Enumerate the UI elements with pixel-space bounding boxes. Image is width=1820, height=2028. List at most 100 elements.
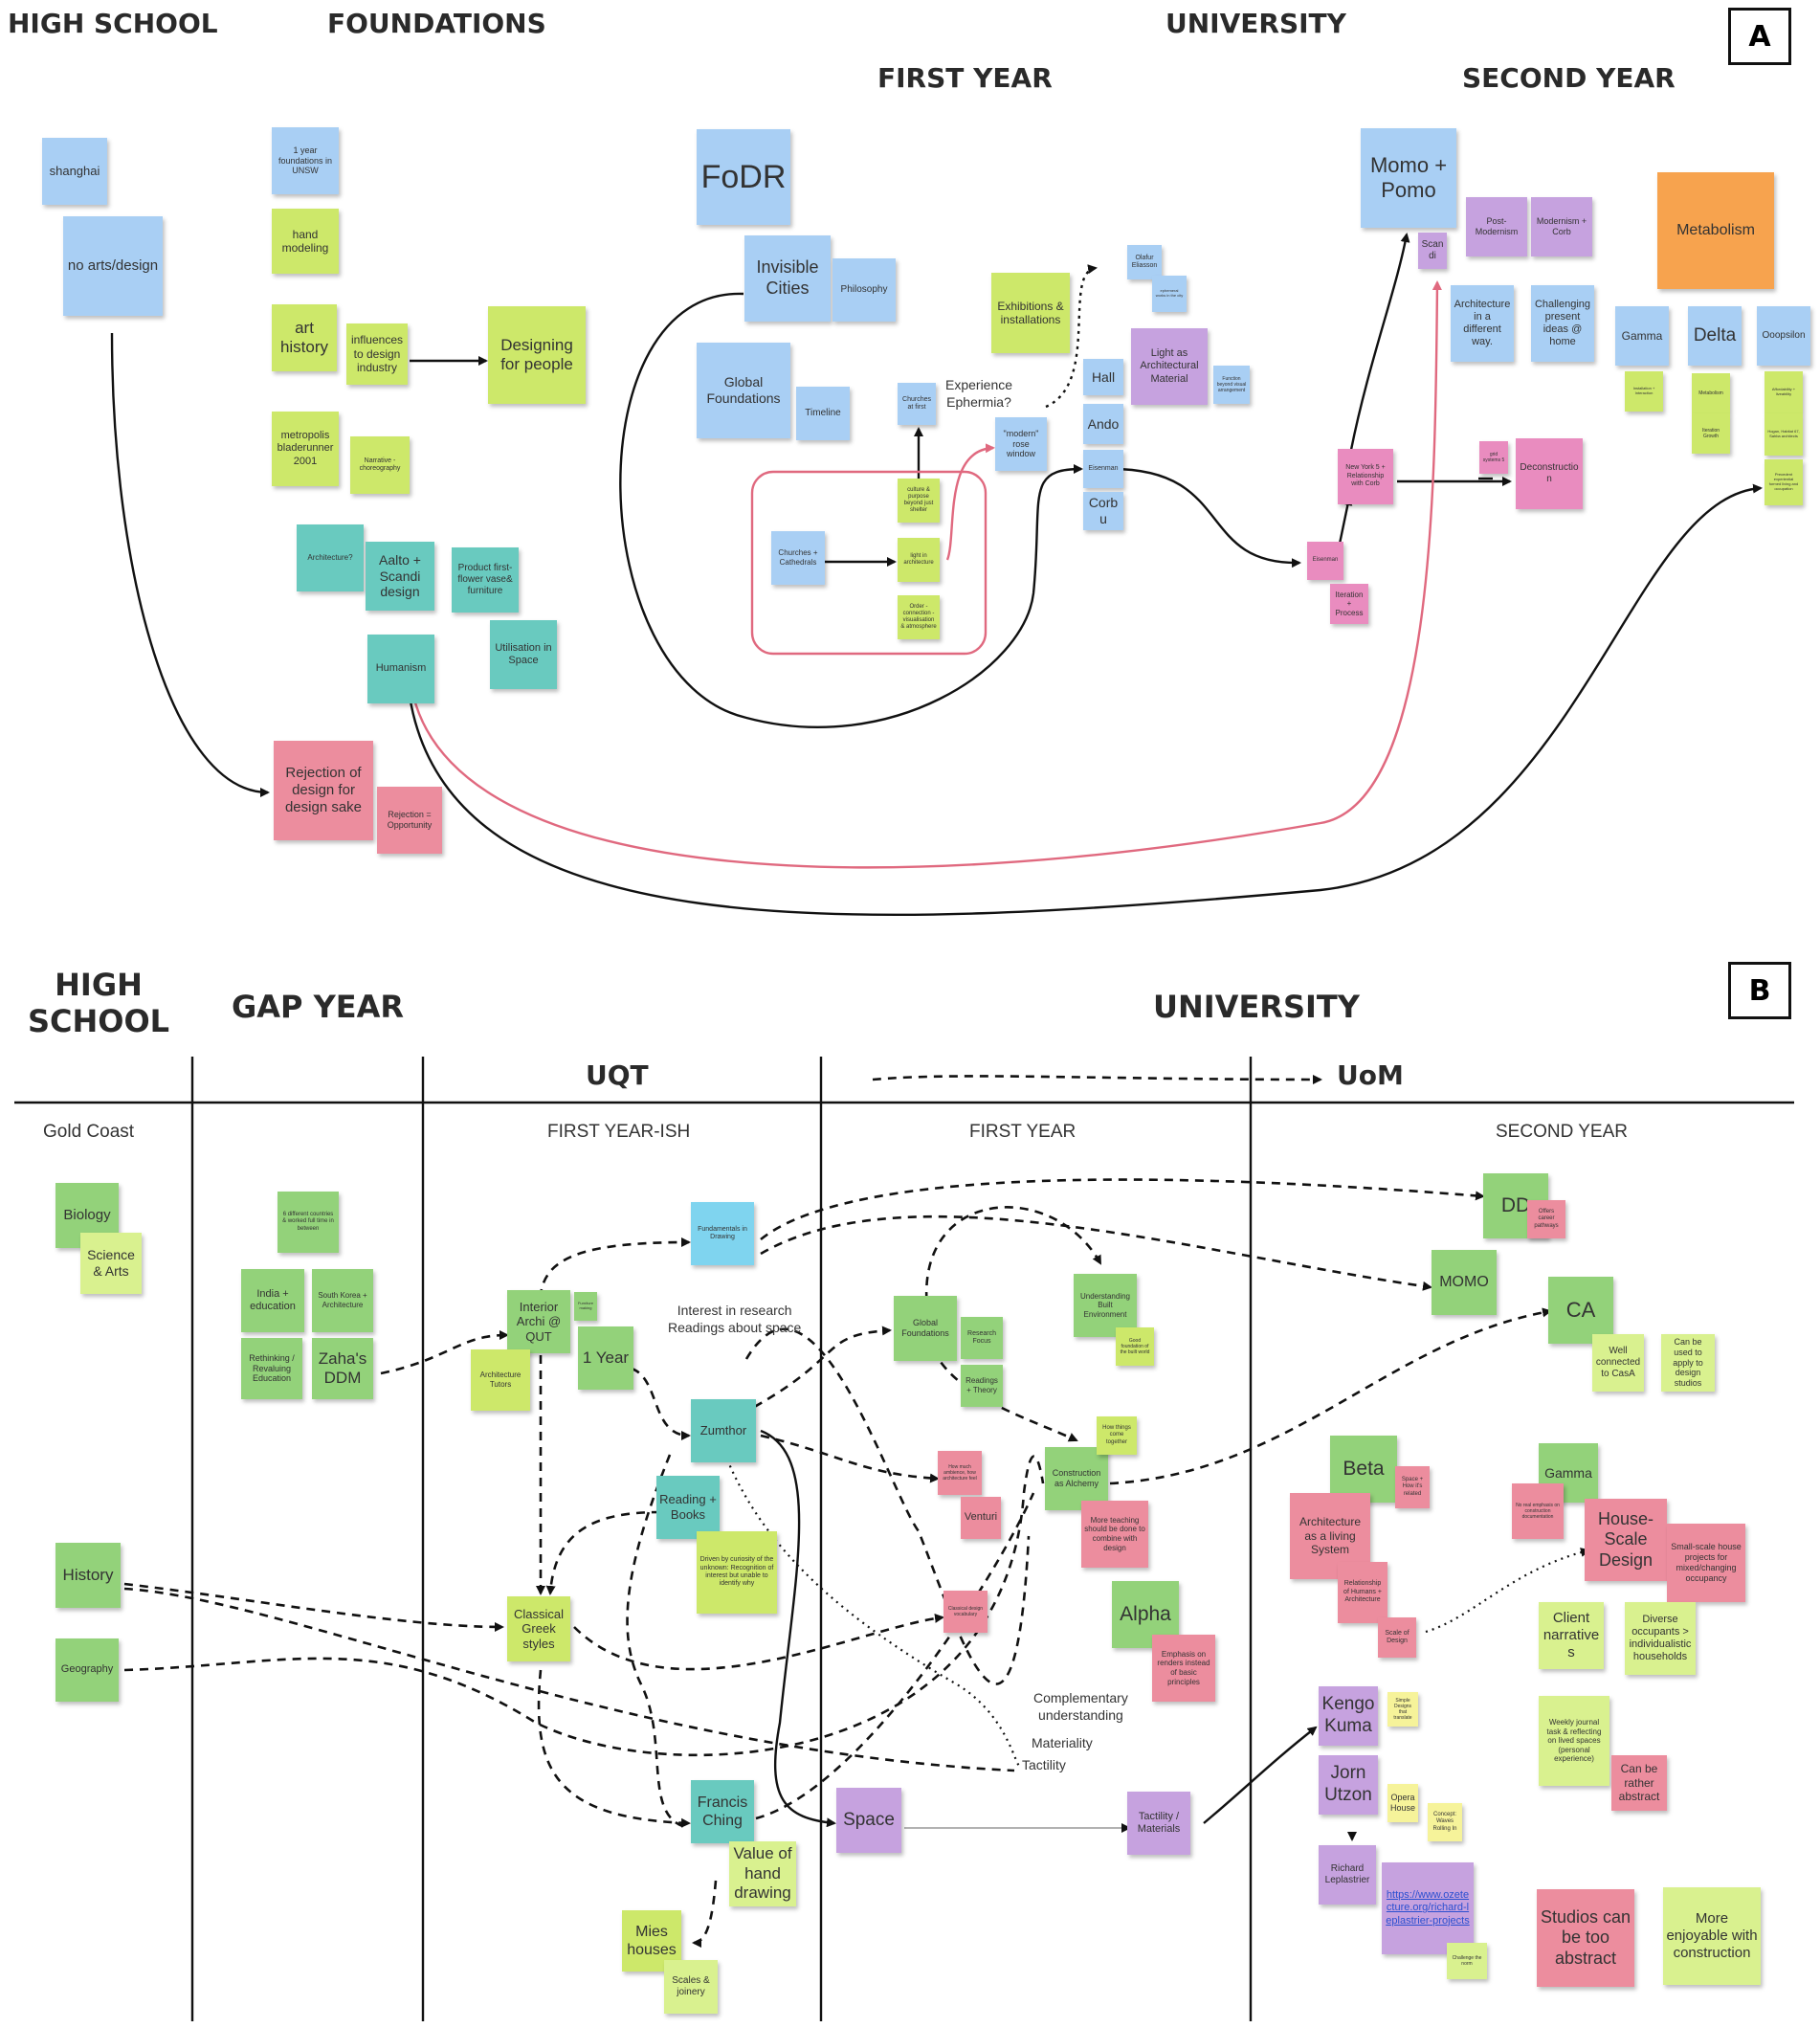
sticky-note-gamma[interactable]: Gamma <box>1615 306 1669 366</box>
sticky-note-utilisation-in-space[interactable]: Utilisation in Space <box>490 620 557 689</box>
sticky-note-understanding-built-environment[interactable]: Understanding Built Environment <box>1074 1274 1137 1337</box>
sticky-note-construction-as-alchemy[interactable]: Construction as Alchemy <box>1045 1447 1108 1510</box>
sticky-note-opera-house[interactable]: Opera House <box>1387 1784 1418 1822</box>
sticky-note-fodr[interactable]: FoDR <box>697 129 790 225</box>
sticky-note-scandi[interactable]: Scandi <box>1418 233 1447 269</box>
sticky-note-rejection-opportunity[interactable]: Rejection = Opportunity <box>377 787 442 854</box>
sticky-note-emphasis-on-renders-instead-of-basic-pri[interactable]: Emphasis on renders instead of basic pri… <box>1152 1635 1215 1702</box>
sticky-note-value-of-hand-drawing[interactable]: Value of hand drawing <box>729 1841 796 1906</box>
sticky-note-how-much-ambience-how-architecture-feel[interactable]: How much ambience, how architecture feel <box>938 1451 982 1495</box>
sticky-note-affordability-liveability[interactable]: Affordability + liveability <box>1765 371 1803 413</box>
sticky-note-scales-joinery[interactable]: Scales & joinery <box>664 1960 718 2014</box>
sticky-note-ando[interactable]: Ando <box>1083 404 1123 444</box>
sticky-note-eisenman[interactable]: Eisenman <box>1083 450 1123 488</box>
sticky-note-metropolis-bladerunner-2001[interactable]: metropolis bladerunner 2001 <box>272 412 339 486</box>
sticky-note-6-different-countries-worked-full-time-i[interactable]: 6 different countries & worked full time… <box>277 1192 339 1253</box>
sticky-note-churches-at-first[interactable]: Churches at first <box>898 383 936 425</box>
sticky-note-classical-design-vocabulary[interactable]: Classical design vocabulary <box>943 1591 988 1633</box>
sticky-note-jorn-utzon[interactable]: Jorn Utzon <box>1319 1755 1378 1815</box>
sticky-note-new-york-5-relationship-with-corb[interactable]: New York 5 + Relationship with Corb <box>1338 449 1393 504</box>
sticky-note-1-year[interactable]: 1 Year <box>578 1326 633 1390</box>
sticky-note-history[interactable]: History <box>55 1543 121 1608</box>
sticky-note-narrative-choreography[interactable]: Narrative - choreography <box>350 436 410 494</box>
sticky-note-precedent-experiential-formed-living-and[interactable]: Precedent experiential formed living and… <box>1765 459 1803 505</box>
sticky-note-installation-interaction[interactable]: Installation + Interaction <box>1625 371 1663 412</box>
sticky-note-science-arts[interactable]: Science & Arts <box>80 1233 142 1294</box>
sticky-note-olafur-eliasson[interactable]: Olafur Eliasson <box>1127 245 1162 279</box>
sticky-note-order-connection-visualisation-atmospher[interactable]: Order - connection - visualisation & atm… <box>898 595 940 639</box>
sticky-note-timeline[interactable]: Timeline <box>796 387 850 440</box>
sticky-note-driven-by-curiosity-of-the-unknown-recog[interactable]: Driven by curiosity of the unknown: Reco… <box>697 1531 777 1614</box>
sticky-note-fundamentals-in-drawing[interactable]: Fundamentals in Drawing <box>691 1202 754 1265</box>
sticky-note-india-education[interactable]: India + education <box>241 1269 304 1332</box>
sticky-note-hand-modeling[interactable]: hand modeling <box>272 209 339 274</box>
sticky-note-weekly-journal-task-reflecting-on-lived-[interactable]: Weekly journal task & reflecting on live… <box>1539 1696 1609 1786</box>
sticky-note-offers-career-pathways[interactable]: Offers career pathways <box>1527 1200 1565 1238</box>
sticky-note-philosophy[interactable]: Philosophy <box>832 258 896 322</box>
sticky-note-eisenman[interactable]: Eisenman <box>1307 542 1343 580</box>
sticky-note-momo-pomo[interactable]: Momo + Pomo <box>1361 128 1456 228</box>
sticky-note-can-be-used-to-apply-to-design-studios[interactable]: Can be used to apply to design studios <box>1661 1334 1715 1392</box>
sticky-note-architecture-tutors[interactable]: Architecture Tutors <box>471 1349 530 1411</box>
sticky-note-furniture-making[interactable]: Furniture making <box>574 1292 597 1321</box>
sticky-note-churches-cathedrals[interactable]: Churches + Cathedrals <box>771 531 825 585</box>
sticky-note-designing-for-people[interactable]: Designing for people <box>488 306 586 404</box>
sticky-note-research-focus[interactable]: Research Focus <box>961 1317 1003 1359</box>
sticky-note-south-korea-architecture[interactable]: South Korea + Architecture <box>312 1269 373 1332</box>
sticky-note-exhibitions-installations[interactable]: Exhibitions & installations <box>991 273 1070 353</box>
sticky-note-https-www-ozetecture-org-richard-leplast[interactable]: https://www.ozetecture.org/richard-lepla… <box>1382 1862 1474 1954</box>
sticky-note-modernism-corb[interactable]: Modernism + Corb <box>1531 197 1592 256</box>
sticky-note-how-things-come-together[interactable]: How things come together <box>1097 1416 1137 1455</box>
sticky-note-small-scale-house-projects-for-mixed-cha[interactable]: Small-scale house projects for mixed/cha… <box>1667 1524 1745 1602</box>
sticky-note-more-teaching-should-be-done-to-combine-[interactable]: More teaching should be done to combine … <box>1081 1501 1148 1568</box>
sticky-note-architecture[interactable]: Architecture? <box>297 524 364 591</box>
sticky-note-zaha-s-ddm[interactable]: Zaha's DDM <box>312 1338 373 1399</box>
sticky-note-shanghai[interactable]: shanghai <box>42 138 107 205</box>
sticky-note-influences-to-design-industry[interactable]: influences to design industry <box>346 323 408 385</box>
sticky-note-function-beyond-visual-arrangement[interactable]: Function beyond visual arrangement <box>1213 366 1250 404</box>
sticky-note-hogan-habitat-67-sahba-architects[interactable]: Hogan, Habitat 67, Sahba architects <box>1765 413 1803 456</box>
sticky-note-hall[interactable]: Hall <box>1083 359 1123 395</box>
sticky-note-corbu[interactable]: Corbu <box>1083 492 1123 530</box>
sticky-note-invisible-cities[interactable]: Invisible Cities <box>744 235 831 322</box>
sticky-note-ca[interactable]: CA <box>1548 1277 1613 1344</box>
sticky-note-good-foundation-of-the-built-world[interactable]: Good foundation of the built world <box>1116 1327 1154 1366</box>
sticky-note-architecture-in-a-different-way[interactable]: Architecture in a different way. <box>1451 285 1514 362</box>
sticky-note-francis-ching[interactable]: Francis Ching <box>691 1780 754 1843</box>
sticky-note-tactility-materials[interactable]: Tactility / Materials <box>1127 1792 1190 1855</box>
sticky-note-iteration-process[interactable]: Iteration + Process <box>1330 584 1368 624</box>
sticky-note-product-first-flower-vase-furniture[interactable]: Product first- flower vase& furniture <box>452 547 519 613</box>
sticky-note-global-foundations[interactable]: Global Foundations <box>697 343 790 438</box>
sticky-note-aalto-scandi-design[interactable]: Aalto + Scandi design <box>366 542 434 611</box>
sticky-note-beta[interactable]: Beta <box>1330 1436 1397 1503</box>
sticky-note-space-how-it-s-related[interactable]: Space + How it's related <box>1395 1466 1430 1508</box>
sticky-note-global-foundations[interactable]: Global Foundations <box>894 1296 957 1361</box>
sticky-note-humanism[interactable]: Humanism <box>367 635 434 703</box>
sticky-note-diverse-occupants-individualistic-househ[interactable]: Diverse occupants > individualistic hous… <box>1625 1602 1696 1675</box>
sticky-note-concept-waves-rolling-in[interactable]: Concept: Waves Rolling In <box>1428 1803 1462 1841</box>
sticky-note-1-year-foundations-in-unsw[interactable]: 1 year foundations in UNSW <box>272 127 339 194</box>
sticky-note-momo[interactable]: MOMO <box>1432 1250 1497 1315</box>
sticky-note-post-modernism[interactable]: Post-Modernism <box>1466 197 1527 256</box>
sticky-note-light-as-architectural-material[interactable]: Light as Architectural Material <box>1131 328 1208 405</box>
sticky-note-scale-of-design[interactable]: Scale of Design <box>1378 1617 1416 1658</box>
sticky-note-space[interactable]: Space <box>836 1788 901 1853</box>
sticky-note-no-real-emphasis-on-construction-documen[interactable]: No real emphasis on construction documen… <box>1512 1483 1564 1539</box>
sticky-note-simple-designs-that-translate[interactable]: Simple Designs that translate <box>1387 1692 1418 1727</box>
sticky-note-challenging-present-ideas-home[interactable]: Challenging present ideas @ home <box>1531 285 1594 362</box>
sticky-note-house-scale-design[interactable]: House-Scale Design <box>1585 1499 1667 1581</box>
sticky-note-art-history[interactable]: art history <box>272 304 337 371</box>
sticky-note-studios-can-be-too-abstract[interactable]: Studios can be too abstract <box>1537 1889 1634 1987</box>
sticky-note-mies-houses[interactable]: Mies houses <box>622 1910 681 1972</box>
sticky-note-client-narratives[interactable]: Client narratives <box>1539 1602 1604 1669</box>
sticky-note-geography[interactable]: Geography <box>55 1638 119 1702</box>
sticky-note-deconstruction[interactable]: Deconstruction <box>1516 438 1583 509</box>
sticky-note-venturi[interactable]: Venturi <box>961 1497 1001 1539</box>
sticky-note-metabolism[interactable]: Metabolism <box>1692 373 1730 413</box>
sticky-note-richard-leplastrier[interactable]: Richard Leplastrier <box>1319 1845 1376 1905</box>
sticky-note-rejection-of-design-for-design-sake[interactable]: Rejection of design for design sake <box>274 741 373 840</box>
sticky-note-classical-greek-styles[interactable]: Classical Greek styles <box>507 1596 570 1661</box>
sticky-note-iteration-growth[interactable]: Iteration Growth <box>1692 413 1730 454</box>
sticky-note-rethinking-revaluing-education[interactable]: Rethinking / Revaluing Education <box>241 1338 302 1399</box>
sticky-note-well-connected-to-casa[interactable]: Well connected to CasA <box>1592 1334 1644 1392</box>
